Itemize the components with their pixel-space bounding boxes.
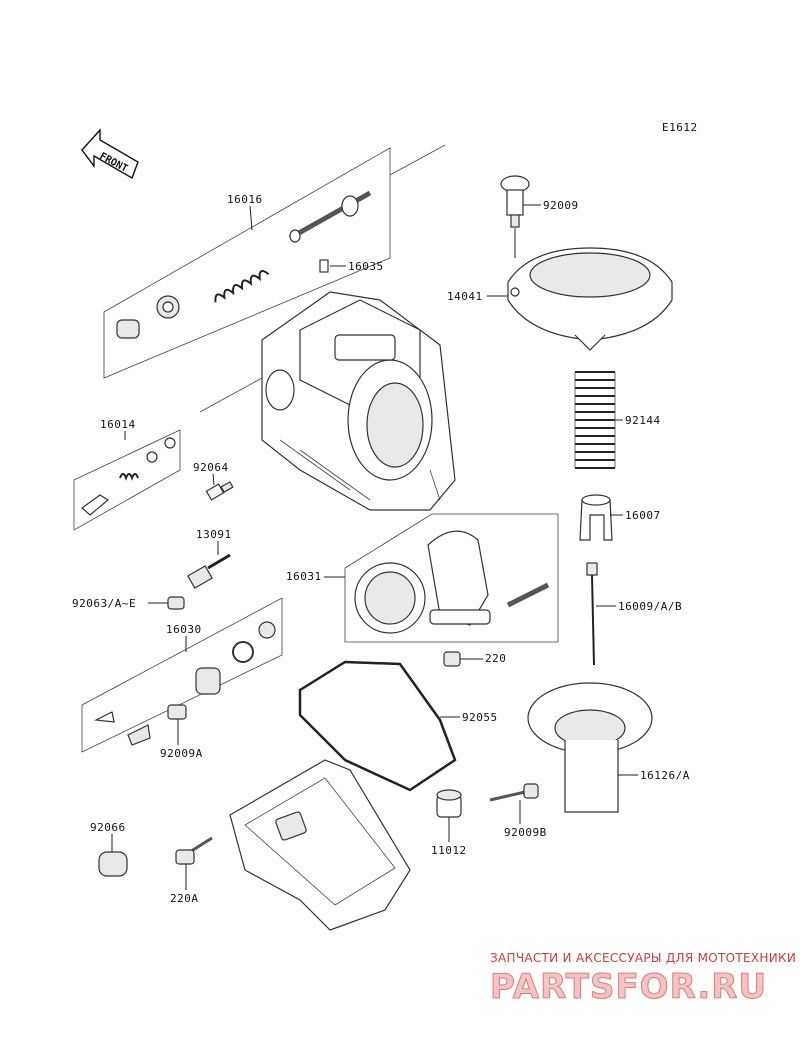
spring-92144-icon bbox=[574, 371, 616, 469]
label-92009a: 92009A bbox=[160, 747, 203, 760]
label-92064: 92064 bbox=[193, 461, 229, 474]
gasket-92055-icon bbox=[298, 660, 457, 792]
label-92066: 92066 bbox=[90, 821, 126, 834]
float-bowl bbox=[229, 759, 411, 931]
label-16014: 16014 bbox=[100, 418, 136, 431]
group-16014-box bbox=[73, 429, 181, 531]
top-cover-14041 bbox=[507, 247, 673, 351]
watermark-brand: PARTSFOR.RU bbox=[490, 967, 767, 1007]
cap-92066-icon bbox=[98, 851, 128, 877]
label-220a: 220A bbox=[170, 892, 199, 905]
label-16035: 16035 bbox=[348, 260, 384, 273]
label-11012: 11012 bbox=[431, 844, 467, 857]
needle-16009-icon bbox=[586, 562, 598, 666]
group-16030-box bbox=[81, 597, 283, 753]
diaphragm-16126 bbox=[527, 682, 653, 813]
label-92063: 92063/A~E bbox=[72, 597, 136, 610]
label-14041: 14041 bbox=[447, 290, 483, 303]
label-16126: 16126/A bbox=[640, 769, 690, 782]
label-13091: 13091 bbox=[196, 528, 232, 541]
screw-92009-icon bbox=[500, 175, 530, 228]
group-16016-box bbox=[103, 144, 446, 379]
screw-92064-icon bbox=[205, 481, 234, 501]
label-92144: 92144 bbox=[625, 414, 661, 427]
front-arrow-icon: FRONT bbox=[81, 128, 139, 180]
label-220: 220 bbox=[485, 652, 506, 665]
label-92055: 92055 bbox=[462, 711, 498, 724]
screw-92009b-icon bbox=[489, 783, 539, 802]
screw-13091-icon bbox=[187, 553, 231, 589]
group-16031-box bbox=[344, 513, 559, 643]
label-92009: 92009 bbox=[543, 199, 579, 212]
watermark-tagline: ЗАПЧАСТИ И АКСЕССУАРЫ ДЛЯ МОТОТЕХНИКИ bbox=[490, 951, 796, 965]
label-16009: 16009/A/B bbox=[618, 600, 682, 613]
diagram-code: E1612 bbox=[662, 121, 698, 134]
screw-220-icon bbox=[443, 651, 461, 667]
holder-16007-icon bbox=[579, 494, 613, 541]
label-16016: 16016 bbox=[227, 193, 263, 206]
cap-11012-icon bbox=[436, 789, 462, 818]
label-92009b: 92009B bbox=[504, 826, 547, 839]
jet-92063-icon bbox=[167, 596, 185, 610]
screw-92009a-icon bbox=[167, 704, 187, 720]
screw-220a-icon bbox=[175, 836, 213, 865]
label-16007: 16007 bbox=[625, 509, 661, 522]
label-16030: 16030 bbox=[166, 623, 202, 636]
label-16031: 16031 bbox=[286, 570, 322, 583]
carburetor-body bbox=[199, 291, 456, 511]
